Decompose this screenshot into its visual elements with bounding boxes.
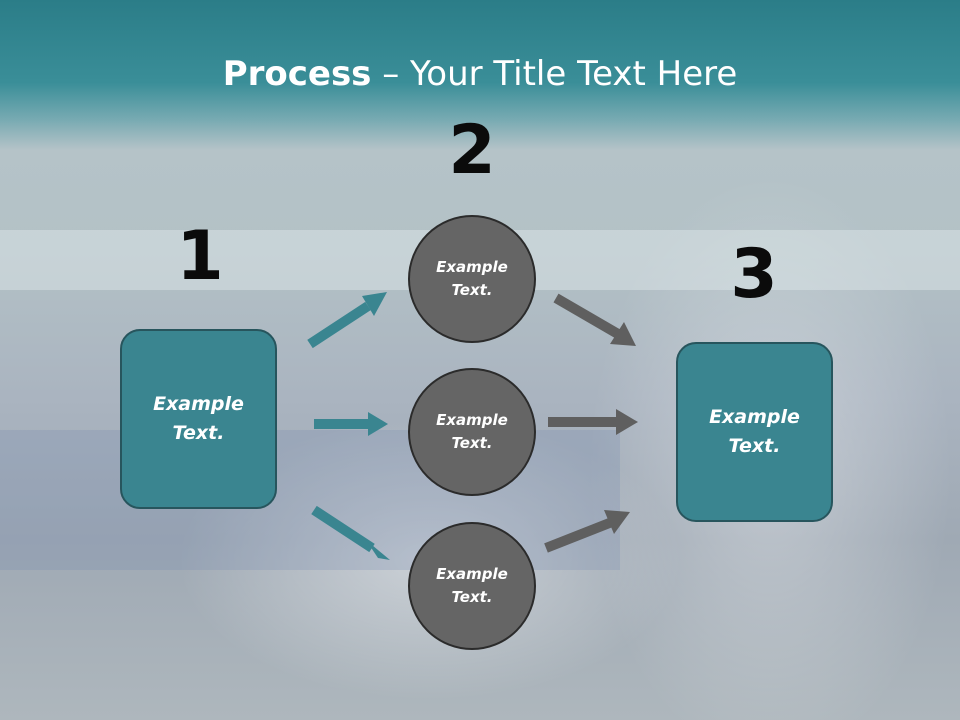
arrow-head-circle-middle-to-box xyxy=(616,409,638,435)
process-circle-bottom[interactable]: Example Text. xyxy=(408,522,536,650)
slide-title-bold: Process xyxy=(222,54,372,94)
process-box-right-line2: Text. xyxy=(728,435,781,457)
process-circle-bottom-line1: Example xyxy=(436,565,508,583)
process-circle-top[interactable]: Example Text. xyxy=(408,215,536,343)
process-box-left-line2: Text. xyxy=(172,422,225,444)
process-box-right-line1: Example xyxy=(709,406,800,428)
slide-title: Process – Your Title Text Here xyxy=(0,52,960,96)
process-circle-bottom-line2: Text. xyxy=(451,588,493,606)
step-number-3: 3 xyxy=(730,235,778,314)
slide-title-rest: – Your Title Text Here xyxy=(371,54,738,94)
arrow-head-circle-bottom-to-box xyxy=(604,510,630,534)
process-box-right[interactable]: Example Text. xyxy=(676,342,833,522)
process-box-left[interactable]: Example Text. xyxy=(120,329,277,509)
step-number-2: 2 xyxy=(448,111,496,190)
title-banner xyxy=(0,0,960,150)
process-circle-middle-line1: Example xyxy=(436,411,508,429)
arrow-head-box-to-circle-top xyxy=(362,292,387,316)
process-box-left-line1: Example xyxy=(153,393,244,415)
arrow-head-circle-top-to-box xyxy=(610,322,636,346)
process-circle-top-line2: Text. xyxy=(451,281,493,299)
arrow-circle-top-to-box xyxy=(553,293,621,339)
arrow-box-to-circle-bottom xyxy=(311,505,375,553)
arrow-box-to-circle-top xyxy=(307,301,371,349)
step-number-1: 1 xyxy=(176,217,224,296)
arrow-head-box-to-circle-bottom xyxy=(366,540,390,560)
gray-arrows xyxy=(544,293,638,553)
process-circle-top-line1: Example xyxy=(436,258,508,276)
arrow-head-box-to-circle-middle xyxy=(368,412,388,436)
process-circle-middle[interactable]: Example Text. xyxy=(408,368,536,496)
arrow-circle-bottom-to-box xyxy=(544,517,614,553)
teal-arrows xyxy=(307,292,390,560)
process-circle-middle-line2: Text. xyxy=(451,434,493,452)
